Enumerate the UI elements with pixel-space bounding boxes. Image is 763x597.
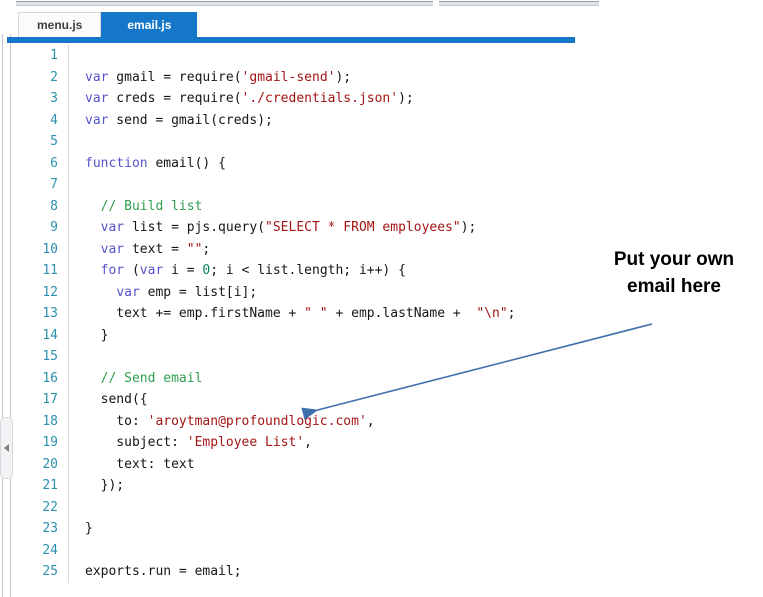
annotation-line: email here	[627, 276, 721, 297]
panel-splitter[interactable]	[0, 34, 13, 597]
annotation-text: Put your own email here	[588, 246, 760, 300]
code-line[interactable]: 18 to: 'aroytman@profoundlogic.com',	[10, 410, 516, 432]
line-number: 11	[42, 263, 58, 278]
code-line[interactable]: 12 var emp = list[i];	[10, 281, 516, 303]
splitter-collapse-handle[interactable]	[0, 417, 13, 479]
code-line[interactable]: 9 var list = pjs.query("SELECT * FROM em…	[10, 217, 516, 239]
code-line[interactable]: 7	[10, 174, 516, 196]
pane-top-edge	[16, 1, 433, 6]
code-line[interactable]: 11 for (var i = 0; i < list.length; i++)…	[10, 260, 516, 282]
code-text: }	[68, 518, 93, 540]
code-text: exports.run = email;	[68, 561, 242, 583]
tab-email.js[interactable]: email.js	[101, 12, 198, 37]
code-line[interactable]: 4 var send = gmail(creds);	[10, 109, 516, 131]
line-number: 10	[42, 241, 58, 257]
line-number: 20	[42, 456, 58, 472]
code-line[interactable]: 19 subject: 'Employee List',	[10, 432, 516, 454]
code-line[interactable]: 13 text += emp.firstName + " " + emp.las…	[10, 303, 516, 325]
code-text: var text = "";	[68, 238, 210, 260]
annotation-line: Put your own	[613, 249, 735, 270]
code-line[interactable]: 23}	[10, 518, 516, 540]
code-text: send({	[68, 389, 148, 411]
code-line[interactable]: 21 });	[10, 475, 516, 497]
code-text: }	[68, 324, 108, 346]
line-number: 17	[42, 392, 58, 407]
code-line[interactable]: 17 send({	[10, 389, 516, 411]
code-line[interactable]: 25 exports.run = email;	[10, 561, 516, 583]
code-line[interactable]: 1	[10, 45, 516, 67]
code-text: var send = gmail(creds);	[68, 109, 273, 131]
code-text: text: text	[68, 453, 195, 475]
pane-top-edge	[439, 1, 599, 6]
code-text: // Send email	[68, 367, 202, 389]
code-text: to: 'aroytman@profoundlogic.com',	[68, 410, 375, 432]
code-line[interactable]: 20 text: text	[10, 453, 516, 475]
code-text	[68, 131, 85, 153]
line-number: 24	[42, 542, 58, 558]
code-text: // Build list	[68, 195, 202, 217]
tab-menu.js[interactable]: menu.js	[18, 12, 102, 37]
line-number: 25	[42, 564, 58, 579]
line-number: 8	[50, 198, 58, 214]
code-text: text += emp.firstName + " " + emp.lastNa…	[68, 303, 516, 325]
code-text: var gmail = require('gmail-send');	[68, 66, 351, 88]
code-text: var creds = require('./credentials.json'…	[68, 88, 414, 110]
line-number: 12	[42, 284, 58, 300]
code-text: });	[68, 475, 124, 497]
line-number: 15	[42, 349, 58, 364]
line-number: 4	[50, 112, 58, 128]
line-number: 5	[50, 134, 58, 149]
line-number: 9	[50, 220, 58, 235]
code-text	[68, 45, 85, 67]
code-line[interactable]: 16 // Send email	[10, 367, 516, 389]
line-number: 18	[42, 413, 58, 429]
code-text	[68, 346, 85, 368]
line-number: 16	[42, 370, 58, 386]
code-text	[68, 174, 85, 196]
code-line[interactable]: 2 var gmail = require('gmail-send');	[10, 66, 516, 88]
code-text: var emp = list[i];	[68, 281, 257, 303]
code-line[interactable]: 5	[10, 131, 516, 153]
line-number: 19	[42, 435, 58, 450]
active-tab-accent-bar	[7, 37, 575, 43]
line-number: 14	[42, 327, 58, 343]
code-text: for (var i = 0; i < list.length; i++) {	[68, 260, 406, 282]
code-line[interactable]: 10 var text = "";	[10, 238, 516, 260]
line-number: 6	[50, 155, 58, 171]
code-line[interactable]: 6 function email() {	[10, 152, 516, 174]
code-line[interactable]: 3 var creds = require('./credentials.json…	[10, 88, 516, 110]
collapse-left-icon	[4, 444, 9, 452]
code-line[interactable]: 14 }	[10, 324, 516, 346]
code-line[interactable]: 22	[10, 496, 516, 518]
code-text: subject: 'Employee List',	[68, 432, 312, 454]
code-text	[68, 496, 85, 518]
line-number: 3	[50, 91, 58, 106]
code-line[interactable]: 8 // Build list	[10, 195, 516, 217]
code-text: var list = pjs.query("SELECT * FROM empl…	[68, 217, 476, 239]
line-number: 13	[42, 306, 58, 321]
line-number: 23	[42, 521, 58, 536]
line-number: 7	[50, 177, 58, 192]
line-number: 1	[50, 48, 58, 63]
code-text	[68, 539, 85, 561]
code-text: function email() {	[68, 152, 226, 174]
line-number: 22	[42, 499, 58, 515]
code-line[interactable]: 24	[10, 539, 516, 561]
line-number: 2	[50, 69, 58, 85]
code-line[interactable]: 15	[10, 346, 516, 368]
line-number: 21	[42, 478, 58, 493]
